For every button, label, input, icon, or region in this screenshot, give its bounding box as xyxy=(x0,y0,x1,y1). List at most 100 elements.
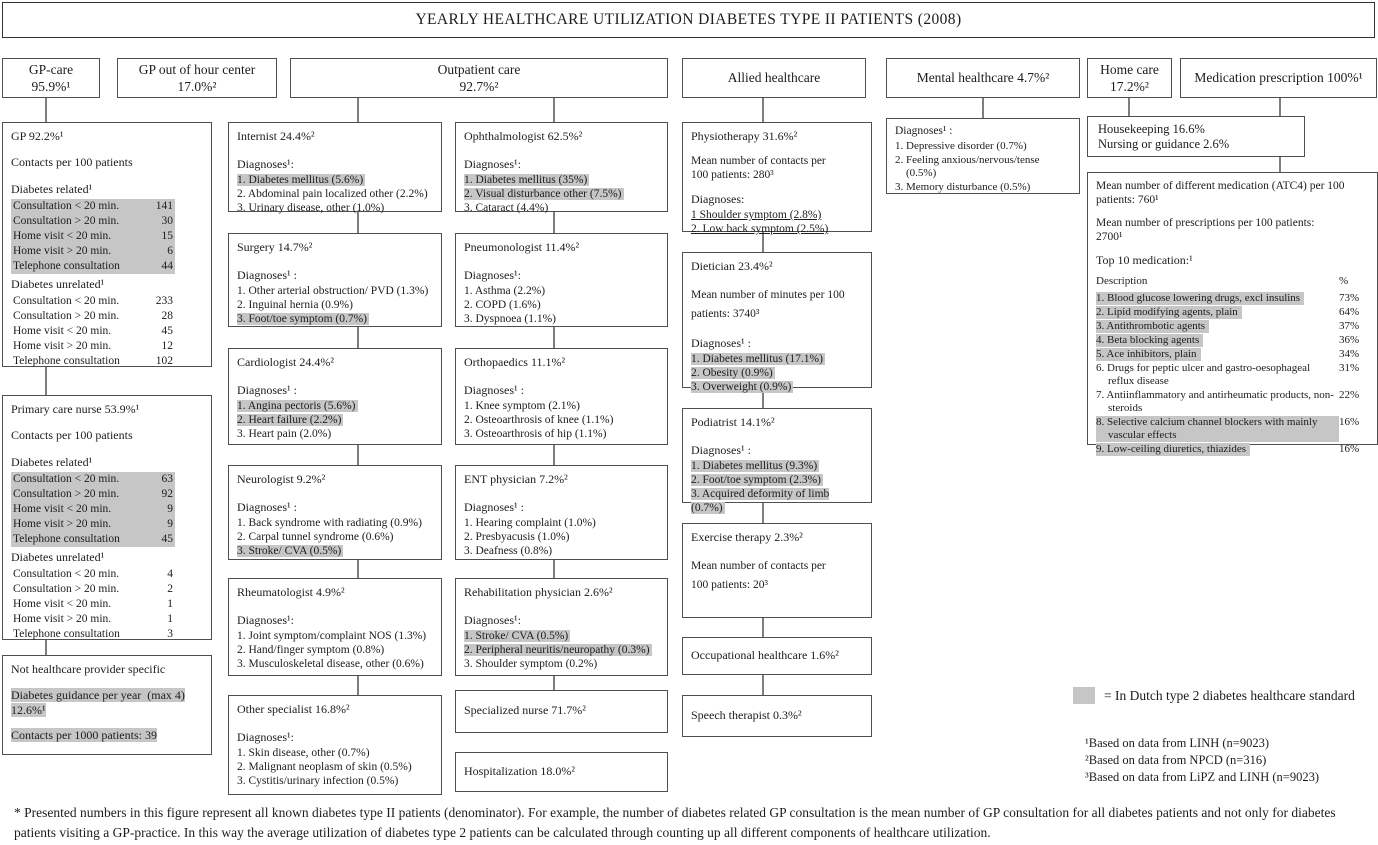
diagnoses-label: Diagnoses¹ : xyxy=(464,500,524,514)
diagnosis-item: 2. Foot/toe symptom (2.3%) xyxy=(691,474,824,486)
diagnosis-item: 3. Shoulder symptom (0.2%) xyxy=(464,658,598,670)
contact-row: Consultation > 20 min.2 xyxy=(11,582,203,597)
contact-row: Consultation > 20 min.28 xyxy=(11,309,203,324)
hospitalization-box: Hospitalization 18.0%² xyxy=(455,752,668,792)
pneumonologist-box: Pneumonologist 11.4%² Diagnoses¹: 1. Ast… xyxy=(455,233,668,327)
medication-row: 8. Selective calcium channel blockers wi… xyxy=(1096,416,1360,442)
row-value: 15 xyxy=(147,229,175,244)
row-label: Consultation < 20 min. xyxy=(11,472,147,487)
diagnoses-label: Diagnoses¹: xyxy=(237,613,294,627)
ophthalmologist-box: Ophthalmologist 62.5%² Diagnoses¹: 1. Di… xyxy=(455,122,668,214)
row-label: Consultation < 20 min. xyxy=(13,568,120,580)
medication-row: 1. Blood glucose lowering drugs, excl in… xyxy=(1096,292,1360,305)
diagnosis-item: 3. Heart pain (2.0%) xyxy=(237,428,332,440)
diagnosis-item: 2. Feeling anxious/nervous/tense (0.5%) xyxy=(895,153,1040,180)
diagnosis-item: 3. Foot/toe symptom (0.7%) xyxy=(237,313,370,325)
row-label: Home visit > 20 min. xyxy=(11,244,147,259)
section-label: Diabetes unrelated¹ xyxy=(11,277,105,291)
mean-minutes-text: Mean number of minutes per 100 patients:… xyxy=(691,289,845,320)
box-title: Specialized nurse 71.7%² xyxy=(464,703,586,717)
contacts-line: Contacts per 1000 patients: 39 xyxy=(11,728,203,743)
diagnosis-item: 3. Dyspnoea (1.1%) xyxy=(464,313,556,325)
occupational-healthcare-box: Occupational healthcare 1.6%² xyxy=(682,637,872,675)
diagnosis-item: 2. Low back symptom (2.5%) xyxy=(691,223,829,235)
row-label: Consultation > 20 min. xyxy=(11,487,147,502)
diagnosis-item: 3. Cataract (4.4%) xyxy=(464,202,549,214)
connector-line xyxy=(762,98,764,696)
box-title: Physiotherapy 31.6%² xyxy=(691,129,798,143)
orthopaedics-box: Orthopaedics 11.1%² Diagnoses¹ : 1. Knee… xyxy=(455,348,668,445)
medication-row: 6. Drugs for peptic ulcer and gastro-oes… xyxy=(1096,362,1360,387)
contact-row: Home visit < 20 min.45 xyxy=(11,324,203,339)
diagnosis-item: 3. Memory disturbance (0.5%) xyxy=(895,180,1031,193)
legend: = In Dutch type 2 diabetes healthcare st… xyxy=(1073,687,1355,704)
diagnosis-item: 1. Diabetes mellitus (5.6%) xyxy=(237,174,366,186)
medication-row: 7. Antiinflammatory and antirheumatic pr… xyxy=(1096,389,1360,414)
box-title: Pneumonologist 11.4%² xyxy=(464,240,580,254)
footnote-1: ¹Based on data from LINH (n=9023) xyxy=(1085,736,1270,750)
row-value: 12 xyxy=(161,340,174,352)
diagnosis-item: 1. Knee symptom (2.1%) xyxy=(464,400,580,412)
diagnosis-item: 3. Acquired deformity of limb (0.7%) xyxy=(691,488,830,514)
contact-row: Consultation < 20 min.233 xyxy=(11,294,203,309)
mean-medication-text: Mean number of different medication (ATC… xyxy=(1096,180,1345,206)
diagnosis-item: 2. Malignant neoplasm of skin (0.5%) xyxy=(237,761,412,773)
diagnosis-item: 2. Visual disturbance other (7.5%) xyxy=(464,188,624,200)
box-title: Speech therapist 0.3%² xyxy=(691,708,802,722)
physiotherapy-box: Physiotherapy 31.6%² Mean number of cont… xyxy=(682,122,872,235)
contacts-text: Contacts per 1000 patients: 39 xyxy=(11,728,157,742)
section-label: Diabetes related¹ xyxy=(11,455,93,469)
diagnoses-label: Diagnoses: xyxy=(691,192,745,206)
contact-row: Home visit > 20 min.1 xyxy=(11,612,203,627)
diagnosis-item: 1. Other arterial obstruction/ PVD (1.3%… xyxy=(237,285,429,297)
row-label: Telephone consultation xyxy=(11,259,147,274)
contact-row: Consultation < 20 min.63 xyxy=(11,472,203,487)
row-value: 30 xyxy=(147,214,175,229)
row-label: Telephone consultation xyxy=(11,532,147,547)
diagnoses-label: Diagnoses¹ : xyxy=(237,500,297,514)
box-title: Rehabilitation physician 2.6%² xyxy=(464,585,613,599)
footnote-2: ²Based on data from NPCD (n=316) xyxy=(1085,753,1267,767)
diagnosis-item: 1. Skin disease, other (0.7%) xyxy=(237,747,370,759)
row-label: Consultation < 20 min. xyxy=(11,199,147,214)
speech-therapist-box: Speech therapist 0.3%² xyxy=(682,695,872,737)
diagnosis-item: 1. Diabetes mellitus (35%) xyxy=(464,174,590,186)
mean-prescriptions-text: Mean number of prescriptions per 100 pat… xyxy=(1096,217,1315,243)
medication-box: Mean number of different medication (ATC… xyxy=(1087,172,1378,456)
podiatrist-box: Podiatrist 14.1%² Diagnoses¹ : 1. Diabet… xyxy=(682,408,872,514)
row-value: 233 xyxy=(155,295,173,307)
header-home-care: Home care 17.2%² xyxy=(1087,58,1172,98)
row-label: Telephone consultation xyxy=(13,355,120,367)
specialized-nurse-box: Specialized nurse 71.7%² xyxy=(455,690,668,733)
diagnosis-item: 1. Angina pectoris (5.6%) xyxy=(237,400,358,412)
neurologist-box: Neurologist 9.2%² Diagnoses¹ : 1. Back s… xyxy=(228,465,442,560)
header-allied-healthcare: Allied healthcare xyxy=(682,58,866,98)
box-title: Hospitalization 18.0%² xyxy=(464,764,575,778)
diagnosis-item: 1. Stroke/ CVA (0.5%) xyxy=(464,630,571,642)
box-title: Primary care nurse 53.9%¹ xyxy=(11,402,140,416)
diagnoses-label: Diagnoses¹ : xyxy=(691,443,751,457)
row-label: Home visit > 20 min. xyxy=(13,340,112,352)
diagnosis-item: 1. Joint symptom/complaint NOS (1.3%) xyxy=(237,630,427,642)
mean-contacts-text: Mean number of contacts per 100 patients… xyxy=(691,155,826,181)
diagnosis-item: 2. Heart failure (2.2%) xyxy=(237,414,344,426)
row-value: 28 xyxy=(161,310,174,322)
surgery-box: Surgery 14.7%² Diagnoses¹ : 1. Other art… xyxy=(228,233,442,327)
diagnosis-item: 2. Osteoarthrosis of knee (1.1%) xyxy=(464,414,614,426)
home-care-box: Housekeeping 16.6% Nursing or guidance 2… xyxy=(1087,116,1305,157)
header-medication-prescription: Medication prescription 100%¹ xyxy=(1180,58,1377,98)
contact-row: Consultation < 20 min.141 xyxy=(11,199,203,214)
diagnoses-label: Diagnoses¹ : xyxy=(691,336,751,350)
diagnosis-item: 2. Peripheral neuritis/neuropathy (0.3%) xyxy=(464,644,652,656)
diagnoses-label: Diagnoses¹: xyxy=(237,157,294,171)
diagnosis-item: 3. Urinary disease, other (1.0%) xyxy=(237,202,385,214)
diagnoses-label: Diagnoses¹ : xyxy=(237,268,297,282)
connector-line xyxy=(1128,98,1130,117)
contacts-label: Contacts per 100 patients xyxy=(11,155,133,169)
